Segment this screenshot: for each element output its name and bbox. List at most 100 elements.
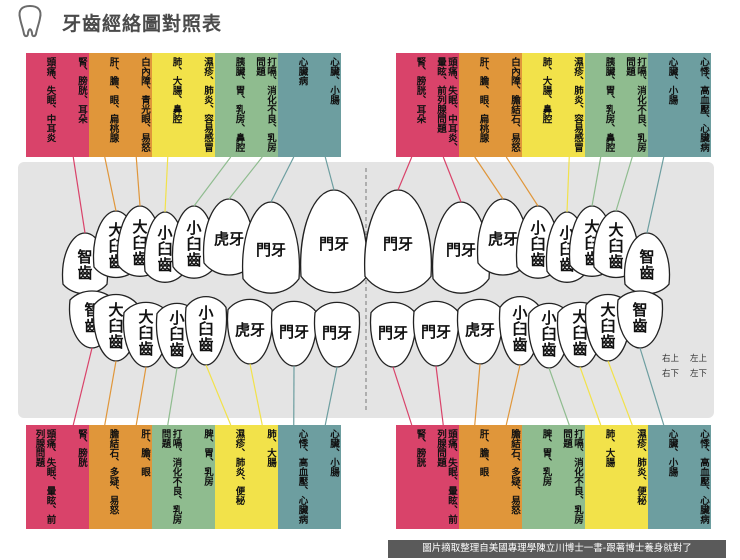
legend-upper-left: 左上	[690, 354, 708, 364]
connector-line	[548, 367, 570, 426]
tooth-label-char: 智	[632, 301, 647, 319]
tooth-label-char: 臼	[608, 237, 623, 255]
top-labels-right-cell: 胰臟、胃、乳房、鼻腔	[585, 53, 617, 157]
upper-tooth: 門牙	[363, 189, 433, 294]
tooth-label: 門牙	[256, 241, 286, 259]
bottom-labels-right-cell: 濕疹、肺炎、便秘	[616, 425, 648, 529]
bottom-labels-left-cell: 肺、大腸	[246, 425, 278, 529]
lower-tooth: 小臼齒	[527, 302, 571, 369]
tooth-label-char: 齒	[138, 340, 153, 358]
bottom-labels-right-cell: 心悸、高血壓、心臟病	[679, 425, 711, 529]
top-labels-left-cell: 腎、膀胱、耳朵	[57, 53, 89, 157]
connector-line	[72, 347, 93, 426]
tooth-label: 門牙	[383, 235, 413, 253]
tooth-label-char: 小	[512, 304, 527, 322]
connector-line	[228, 156, 263, 200]
bottom-labels-left-cell: 心悸、高血壓、心臟病	[278, 425, 310, 529]
connector-line	[72, 156, 86, 234]
connector-line	[205, 364, 232, 426]
top-labels-right-cell: 頭痛、失眠、中耳炎、暈眩、前列腺問題	[427, 53, 459, 157]
tooth-label-char: 大	[132, 218, 147, 236]
tooth-label-char: 齒	[77, 264, 92, 282]
lower-tooth: 智齒	[616, 290, 664, 349]
connector-line	[324, 366, 338, 426]
lower-tooth: 虎牙	[226, 298, 274, 365]
top-labels-left-cell: 濕疹、肺炎、容易感冒	[183, 53, 215, 157]
tooth-label-char: 齒	[632, 317, 647, 335]
tooth-label-char: 臼	[541, 325, 556, 343]
tooth-label-char: 智	[639, 248, 654, 266]
tooth-label-char: 齒	[512, 336, 527, 354]
legend-lower-left: 左下	[690, 369, 708, 379]
tooth-label: 門牙	[378, 324, 408, 342]
connector-line	[474, 363, 481, 426]
legend-upper-right: 右上	[662, 354, 680, 364]
connector-line	[505, 364, 521, 426]
connector-line	[104, 156, 117, 212]
top-labels-left-cell: 白內障、青光眼、易怒	[120, 53, 152, 157]
tooth-label-char: 小	[198, 304, 213, 322]
tooth-label-char: 臼	[138, 324, 153, 342]
tooth-label-char: 大	[584, 218, 599, 236]
tooth-label-char: 臼	[132, 234, 147, 252]
connector-line	[442, 156, 462, 203]
top-labels-left-cell: 心臟、小腸	[309, 53, 341, 157]
lower-tooth: 虎牙	[456, 298, 504, 365]
tooth-label-char: 臼	[186, 235, 201, 253]
tooth-label-char: 臼	[600, 317, 615, 335]
tooth-label-char: 大	[572, 308, 587, 326]
tooth-label-char: 齒	[600, 333, 615, 351]
top-labels-left-cell: 打嗝、消化不良、乳房問題	[246, 53, 278, 157]
bottom-labels-right-cell: 膽結石、多疑、易怒	[490, 425, 522, 529]
bottom-labels-right-cell: 肝、膽、眼	[459, 425, 491, 529]
upper-tooth: 門牙	[299, 189, 369, 294]
connector-line	[615, 156, 633, 212]
tooth-label-char: 齒	[572, 340, 587, 358]
upper-tooth: 門牙	[241, 201, 301, 294]
tooth-label-char: 齒	[608, 253, 623, 271]
tooth-label-char: 小	[169, 309, 184, 327]
tooth-label-char: 齒	[157, 256, 172, 274]
connector-line	[435, 365, 444, 426]
bottom-labels-left-cell: 打嗝、消化不良、乳房問題	[152, 425, 184, 529]
page-title: 牙齒經絡圖對照表	[62, 13, 223, 35]
tooth-label-char: 臼	[157, 240, 172, 258]
legend-lower-right: 右下	[662, 369, 680, 379]
connector-line	[324, 156, 335, 191]
lower-tooth: 門牙	[412, 300, 460, 367]
top-labels-right-cell: 心悸、高血壓、心臟病	[679, 53, 711, 157]
connector-line	[167, 367, 178, 426]
source-caption: 圖片摘取整理自美國專理學陳立川博士一書-跟著博士養身就對了	[388, 540, 726, 558]
tooth-label-char: 齒	[198, 336, 213, 354]
tooth-label-char: 大	[608, 221, 623, 239]
tooth-label-char: 臼	[169, 325, 184, 343]
lower-tooth: 門牙	[369, 301, 417, 368]
bottom-labels-right-cell: 肺、大腸	[585, 425, 617, 529]
top-labels-right-cell: 腎、膀胱、耳朵	[396, 53, 428, 157]
tooth-label-char: 臼	[530, 235, 545, 253]
connector-line	[135, 156, 141, 207]
tooth-label: 虎牙	[465, 321, 495, 339]
top-labels-left-cell: 肝、膽、眼、扁桃腺	[89, 53, 121, 157]
top-labels-right-cell: 肺、大腸、鼻腔	[522, 53, 554, 157]
tooth-label-char: 臼	[512, 320, 527, 338]
connector-line	[104, 360, 117, 426]
top-labels-right-cell: 肝、膽、眼、扁桃腺	[459, 53, 491, 157]
bottom-labels-right-cell: 打嗝、消化不良、乳房問題	[553, 425, 585, 529]
connector-line	[474, 156, 504, 200]
upper-tooth: 門牙	[431, 201, 491, 294]
top-labels-right-cell: 心臟、小腸	[648, 53, 680, 157]
tooth-label-char: 臼	[108, 317, 123, 335]
tooth-label-char: 大	[600, 301, 615, 319]
title-bar: 牙齒經絡圖對照表	[0, 0, 740, 44]
tooth-label-char: 大	[138, 308, 153, 326]
tooth-label-char: 小	[186, 219, 201, 237]
bottom-labels-left-cell: 脾、胃、乳房	[183, 425, 215, 529]
tooth-label: 門牙	[322, 324, 352, 342]
connector-line	[249, 363, 263, 426]
tooth-label-char: 小	[541, 309, 556, 327]
lower-tooth: 門牙	[270, 300, 318, 367]
connector-line	[505, 156, 539, 207]
upper-tooth: 智齒	[623, 232, 671, 295]
tooth-label: 虎牙	[235, 321, 265, 339]
